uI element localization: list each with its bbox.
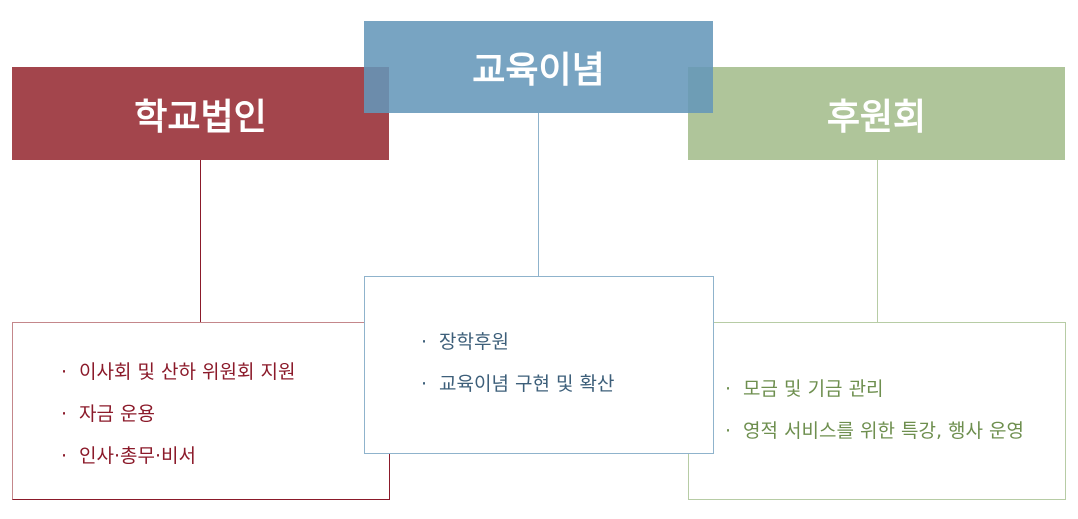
list-item: 영적 서비스를 위한 특강, 행사 운영 [725,410,1024,452]
header-support: 후원회 [688,67,1065,160]
list-item: 이사회 및 산하 위원회 지원 [61,351,295,393]
content-box-support: 모금 및 기금 관리 영적 서비스를 위한 특강, 행사 운영 [688,322,1066,500]
list-item: 장학후원 [421,321,615,363]
header-philosophy-title: 교육이념 [472,50,605,91]
connector-line-foundation [200,160,201,322]
philosophy-list: 장학후원 교육이념 구현 및 확산 [421,321,615,405]
list-item: 모금 및 기금 관리 [725,368,1024,410]
support-list: 모금 및 기금 관리 영적 서비스를 위한 특강, 행사 운영 [725,368,1024,452]
list-item: 교육이념 구현 및 확산 [421,363,614,405]
header-foundation: 학교법인 [12,67,389,160]
list-item: 인사·총무·비서 [61,435,296,477]
header-philosophy: 교육이념 [364,21,713,113]
connector-line-support [877,160,878,322]
list-item: 자금 운용 [61,393,296,435]
header-support-title: 후원회 [826,96,927,138]
connector-line-philosophy [538,113,539,276]
foundation-list: 이사회 및 산하 위원회 지원 자금 운용 인사·총무·비서 [61,351,296,477]
header-foundation-title: 학교법인 [134,96,267,138]
content-box-philosophy: 장학후원 교육이념 구현 및 확산 [364,276,714,454]
content-box-foundation: 이사회 및 산하 위원회 지원 자금 운용 인사·총무·비서 [12,322,390,500]
